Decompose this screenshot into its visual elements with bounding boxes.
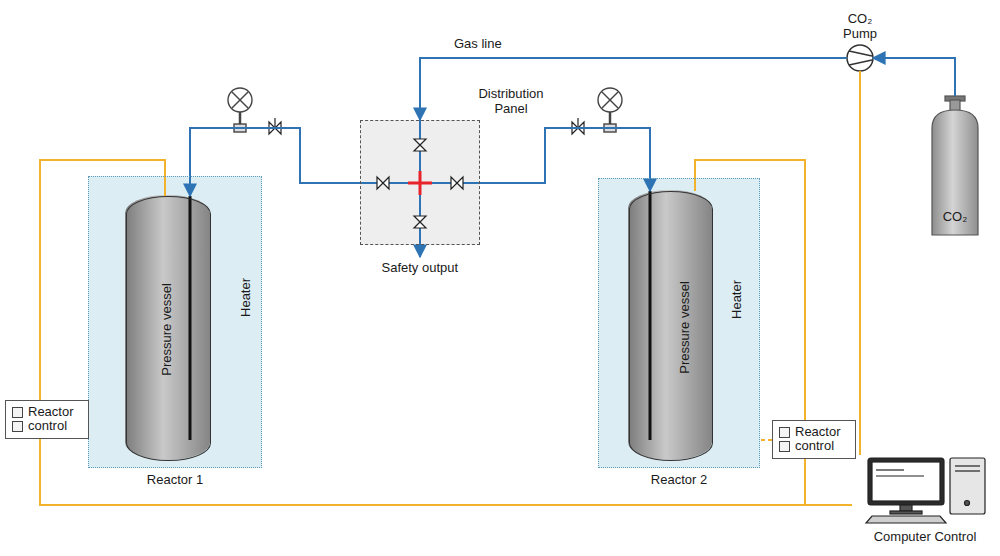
valve-symbol	[451, 177, 463, 189]
computer-icon	[950, 458, 985, 514]
pressure-vessel: Pressure vessel	[629, 191, 713, 461]
computer-icon	[868, 458, 944, 505]
heater-fill	[88, 176, 262, 468]
signal-wire	[695, 160, 805, 420]
vertical-label: Pressure vessel	[160, 283, 175, 375]
computer-control: Computer Control	[852, 455, 998, 548]
sensor-icon	[779, 441, 790, 452]
control-link	[760, 439, 772, 441]
node-label: Computer Control	[852, 530, 998, 545]
heater-box: Reactor 2HeaterPressure vessel	[598, 178, 760, 468]
pressure-gauge	[228, 88, 622, 132]
panel-fill	[360, 120, 480, 245]
computer-icon	[876, 475, 924, 476]
gas-cylinder: CO₂	[932, 96, 978, 235]
gas-pipe	[190, 128, 360, 196]
safety-arrow	[419, 245, 421, 257]
probe-tube	[189, 196, 192, 440]
pressure-gauge	[228, 88, 252, 112]
signal-wire	[40, 439, 852, 505]
computer-icon	[900, 505, 912, 511]
computer-icon	[890, 511, 922, 514]
panel-junction	[419, 171, 422, 195]
heater-fill	[598, 178, 760, 468]
gas-cylinder	[932, 96, 978, 235]
heater-box: Reactor 1HeaterPressure vessel	[88, 176, 262, 468]
computer-icon	[872, 462, 940, 501]
computer-icon	[866, 516, 946, 523]
node-heading: CO₂ Pump	[838, 12, 882, 42]
pressure-gauge	[232, 92, 248, 108]
panel-junction	[408, 171, 432, 195]
vertical-label: Heater	[730, 279, 745, 318]
valve-symbol	[269, 118, 584, 228]
sensor-icons	[779, 427, 790, 452]
reactor-control-box: Reactor control	[772, 420, 856, 459]
signal-wire	[805, 459, 852, 505]
vertical-label: Heater	[239, 277, 254, 316]
safety-arrow	[420, 245, 421, 257]
vessel-fill	[125, 195, 210, 460]
node-heading: Reactor 1	[89, 473, 261, 488]
computer-icon	[955, 465, 980, 466]
valve-symbol	[377, 177, 389, 189]
node-heading: Distribution Panel	[469, 87, 553, 117]
gas-cylinder	[932, 110, 978, 235]
probe-tube	[649, 191, 652, 440]
valve-symbol	[414, 139, 426, 151]
node-heading: Reactor 2	[599, 473, 759, 488]
pump-symbol	[849, 60, 872, 65]
node-label: CO₂	[932, 210, 978, 225]
gas-pipe	[873, 58, 955, 96]
gas-pipe	[480, 128, 650, 191]
computer-icon	[955, 470, 980, 471]
edge-label: Gas line	[452, 37, 504, 52]
vessel-fill	[628, 190, 712, 460]
gas-pipe	[420, 58, 847, 120]
computer-icon	[965, 501, 970, 506]
pressure-vessel: Pressure vessel	[126, 196, 211, 461]
computer-icon	[876, 469, 904, 470]
pressure-gauge	[602, 92, 618, 108]
node-label: Reactor control	[28, 405, 82, 434]
pump-symbol	[847, 45, 873, 71]
signal-wire	[859, 71, 861, 455]
sensor-icons	[12, 407, 23, 432]
sensor-icon	[12, 407, 23, 418]
pressure-gauge	[232, 92, 248, 108]
gas-cylinder	[950, 100, 960, 111]
node-label: Reactor control	[795, 425, 849, 454]
reactor-control-box: Reactor control	[5, 400, 89, 439]
pump-symbol	[849, 51, 872, 56]
valve-symbol	[414, 216, 426, 228]
panel-fill	[360, 120, 480, 245]
pressure-gauge	[598, 88, 622, 112]
output-label: Safety output	[382, 261, 459, 276]
computer-icon	[866, 458, 985, 523]
vertical-label: Pressure vessel	[678, 281, 693, 373]
pump-symbol	[847, 45, 873, 71]
probe-tube	[190, 191, 650, 440]
valve-symbol	[577, 118, 578, 128]
sensor-icon	[779, 427, 790, 438]
distribution-panel: Distribution Panel	[360, 120, 480, 245]
panel-pipes	[360, 120, 480, 245]
valve-symbol	[274, 118, 275, 128]
pressure-gauge	[602, 92, 618, 108]
sensor-icon	[12, 421, 23, 432]
pump-symbol: CO₂ Pump	[847, 45, 873, 71]
signal-wire	[40, 160, 165, 400]
